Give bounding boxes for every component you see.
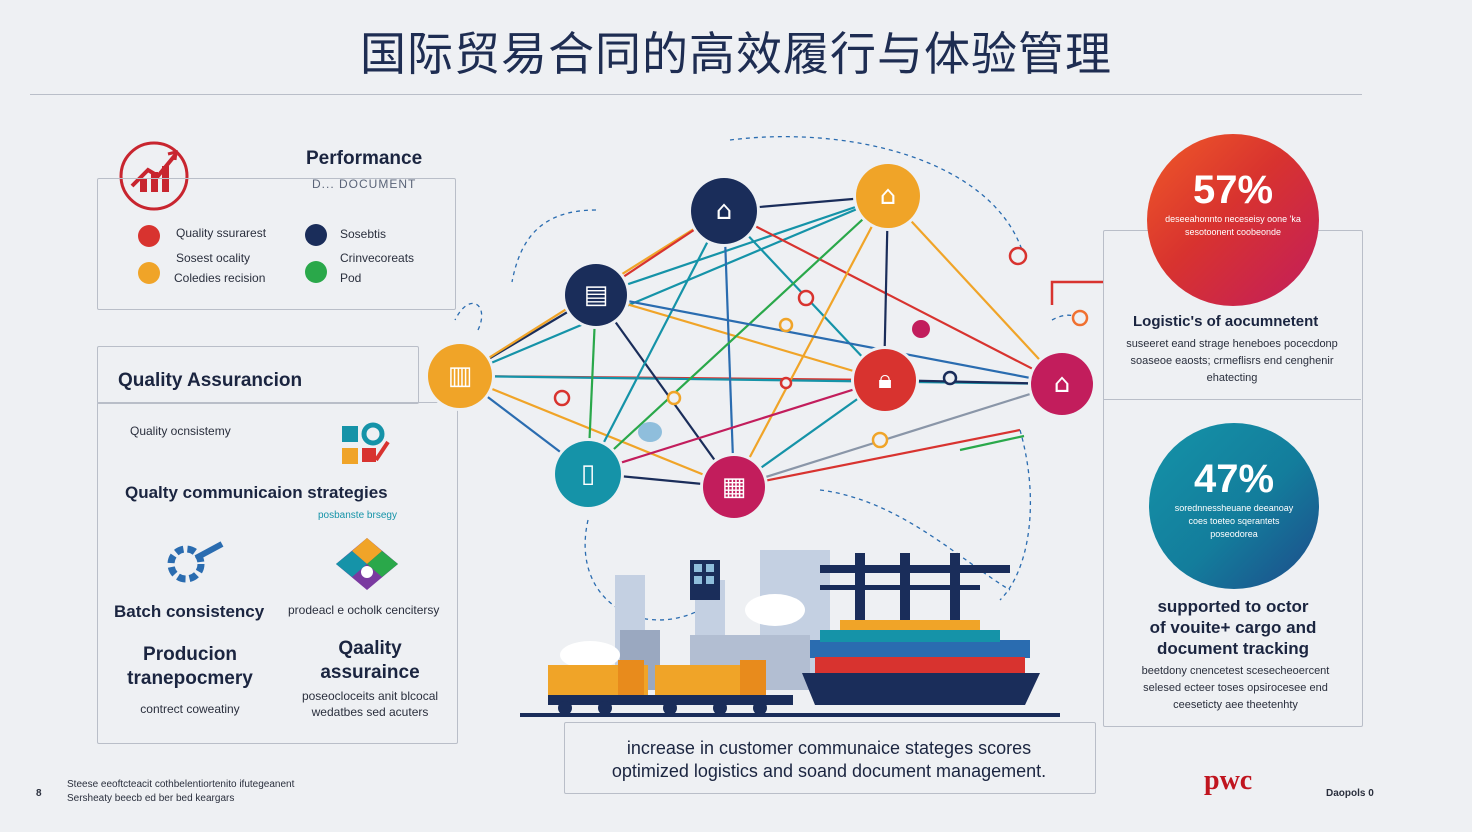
brand-logo: pwc: [1204, 765, 1253, 796]
node-tablet: ▦: [703, 456, 765, 518]
archive-icon: ⌂: [715, 196, 733, 226]
quality-item-line: assuraince: [320, 662, 420, 683]
legend-label: Crinvecoreats: [340, 251, 415, 265]
quality-item-sub-line: poseocloceits anit blcocal: [301, 689, 439, 703]
title-divider: [30, 94, 1362, 95]
performance-panel: [97, 178, 456, 310]
page-title: 国际贸易合同的高效履行与体验管理: [360, 27, 1112, 81]
gear-wrench-icon: [162, 540, 228, 588]
quality-item-sub: posbanste brsegy: [318, 510, 397, 521]
stat-body: beetdony cnencetest scesecheoercent sele…: [1141, 665, 1330, 711]
legend-dot-navy: [305, 224, 327, 246]
stat-caption: sorednnessheuane deeanoay coes toeteo sq…: [1174, 503, 1294, 539]
legend-label: Coledies recision: [174, 271, 266, 285]
cabinet-icon: ▯: [580, 459, 596, 489]
quality-item: Producion tranepocmery: [110, 643, 270, 691]
quality-item: prodeacl e ocholk cencitersy: [288, 603, 440, 617]
legend-dot-orange: [138, 262, 160, 284]
legend-label: Sosebtis: [340, 227, 387, 241]
stat-heading: supported to octor of vouite+ cargo and …: [1118, 596, 1348, 659]
quality-panel: [97, 402, 458, 744]
tablet-icon: ▦: [721, 472, 747, 502]
node-archive: ⌂: [691, 178, 757, 244]
node-lock: 🔒︎: [854, 349, 916, 411]
quality-item: Qaality assuraince: [290, 637, 450, 685]
footer-right-note: Daopols 0: [1326, 788, 1374, 799]
building-icon: ▥: [447, 361, 473, 391]
node-bank: ⌂: [856, 164, 920, 228]
bottom-caption: increase in customer communaice stateges…: [564, 737, 1094, 783]
caption-box: [564, 722, 1096, 794]
performance-subheading: D... DOCUMENT: [312, 177, 417, 191]
node-cabinet: ▯: [555, 441, 621, 507]
quality-item: Batch consistency: [114, 602, 265, 621]
port-illustration: [520, 550, 1060, 717]
stat-value: 47%: [1193, 457, 1275, 501]
quality-item: Qualty communicaion strategies: [125, 483, 388, 502]
puzzle-icon: [334, 536, 400, 592]
document-icon: ▤: [583, 280, 609, 310]
legend-dot-red: [138, 225, 160, 247]
stat-circle-47: 47% sorednnessheuane deeanoay coes toete…: [1149, 423, 1319, 589]
quality-item-line: Qaality: [338, 638, 402, 659]
stat-heading-line: document tracking: [1156, 639, 1310, 658]
quality-item-sub: contrect coweatiny: [140, 702, 240, 716]
legend-label: Pod: [340, 271, 362, 285]
stat-heading-line: of vouite+ cargo and: [1149, 618, 1317, 637]
stat-circle-57: 57% deseeahonnto neceseisy oone 'ka seso…: [1147, 134, 1319, 306]
blocks-icon: [340, 422, 392, 468]
quality-item-sub-line: wedatbes sed acuters: [311, 705, 429, 719]
footer-note: Steese eeoftcteacit cothbelentiortenito …: [67, 778, 294, 806]
node-document: ▤: [565, 264, 627, 326]
quality-header-box: [97, 346, 419, 404]
footer-note-line: Steese eeoftcteacit cothbelentiortenito …: [67, 779, 295, 790]
performance-heading: Performance: [306, 148, 423, 169]
warehouse-icon: ⌂: [879, 181, 897, 211]
legend-label: Sosest ocality: [176, 251, 251, 265]
stat-caption: deseeahonnto neceseisy oone 'ka sesotoon…: [1165, 214, 1301, 237]
quality-item-line: Producion: [143, 644, 237, 665]
stat-body: suseeret eand strage heneboes pocecdonp …: [1126, 338, 1338, 384]
node-warehouse: ▥: [428, 344, 492, 408]
legend-dot-green: [305, 261, 327, 283]
quality-item-sub: poseocloceits anit blcocal wedatbes sed …: [290, 688, 450, 720]
quality-item-line: tranepocmery: [127, 668, 253, 689]
stat-heading: Logistic's of aocumnetent: [1133, 313, 1319, 330]
stat-heading-line: supported to octor: [1157, 597, 1309, 616]
node-house: ⌂: [1031, 353, 1093, 415]
quality-heading: Quality Assurancion: [118, 370, 303, 391]
bottom-caption-line: increase in customer communaice stateges…: [626, 738, 1032, 758]
stat-value: 57%: [1192, 168, 1274, 212]
page-number: 8: [36, 788, 42, 799]
quality-item: Quality ocnsistemy: [130, 424, 231, 438]
legend-label: Quality ssurarest: [176, 226, 267, 240]
bottom-caption-line: optimized logistics and soand document m…: [611, 761, 1047, 781]
footer-note-line: Sersheaty beecb ed ber bed keargars: [67, 793, 235, 804]
house-icon: ⌂: [1053, 369, 1071, 399]
stats-divider: [1103, 399, 1361, 400]
lock-icon: 🔒︎: [878, 364, 892, 395]
